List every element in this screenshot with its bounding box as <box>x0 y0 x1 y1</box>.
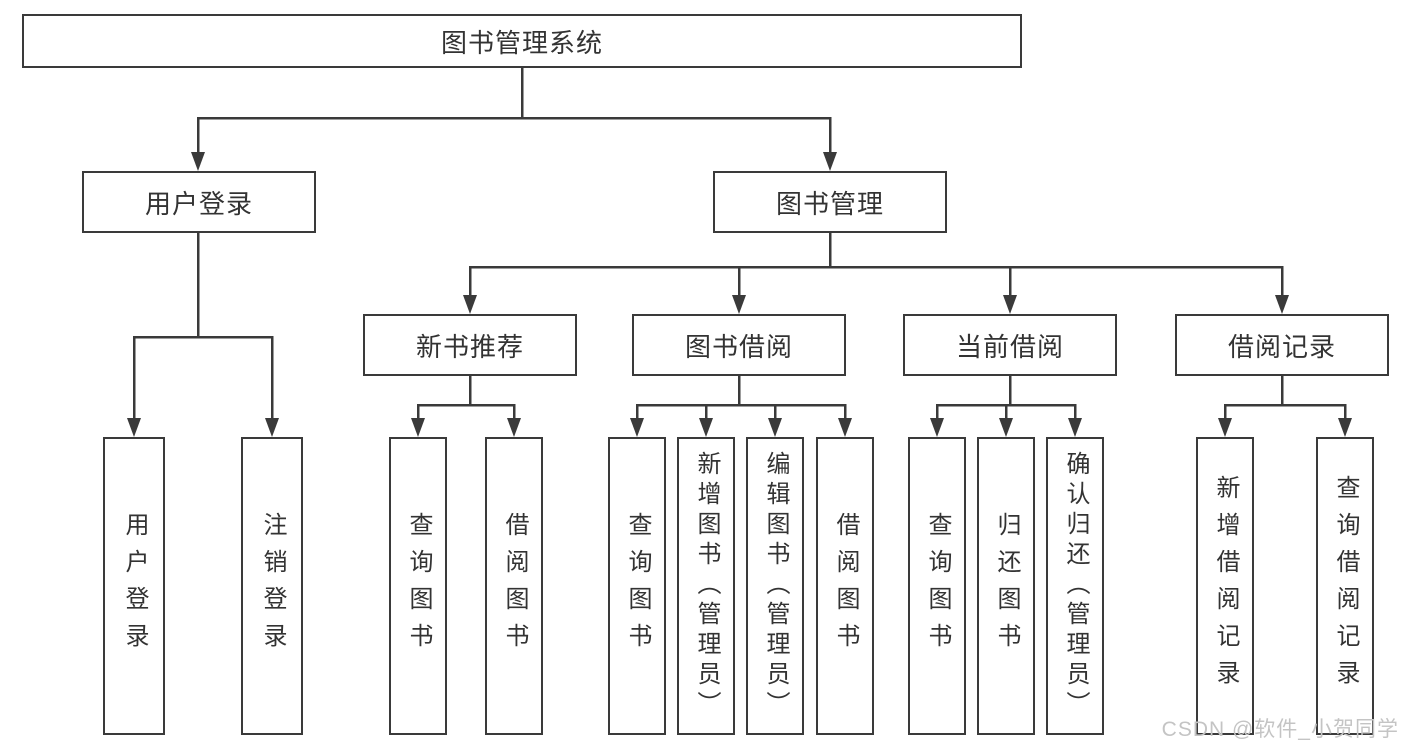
arrowhead <box>507 418 521 437</box>
node-label: 用户登录 <box>121 512 148 660</box>
node-leaf-add-book-admin: 新增图书（管理员） <box>677 437 735 735</box>
node-label: 新增借阅记录 <box>1212 475 1239 697</box>
node-label: 查询图书 <box>624 512 651 660</box>
node-label: 图书管理 <box>775 188 884 219</box>
arrowhead <box>1068 418 1082 437</box>
arrowhead <box>1275 295 1289 314</box>
arrowhead <box>630 418 644 437</box>
arrowhead <box>191 152 205 171</box>
node-leaf-query-borrow-record: 查询借阅记录 <box>1316 437 1374 735</box>
arrowhead <box>1218 418 1232 437</box>
connectors-book-borrow <box>630 376 852 437</box>
arrowhead <box>265 418 279 437</box>
node-user-login: 用户登录 <box>82 171 316 233</box>
arrowhead <box>127 418 141 437</box>
node-leaf-edit-book-admin: 编辑图书（管理员） <box>746 437 804 735</box>
node-leaf-add-borrow-record: 新增借阅记录 <box>1196 437 1254 735</box>
arrowhead <box>1003 295 1017 314</box>
node-label: 查询图书 <box>405 512 432 660</box>
arrowhead <box>823 152 837 171</box>
arrowhead <box>838 418 852 437</box>
node-leaf-logout: 注销登录 <box>241 437 303 735</box>
arrowhead <box>699 418 713 437</box>
node-leaf-borrow-book-newbook: 借阅图书 <box>485 437 543 735</box>
connectors-book-management <box>463 233 1289 314</box>
node-label: 注销登录 <box>259 512 286 660</box>
node-borrow-record: 借阅记录 <box>1175 314 1389 376</box>
node-label: 编辑图书（管理员） <box>762 451 789 721</box>
node-current-borrow: 当前借阅 <box>903 314 1117 376</box>
node-label: 用户登录 <box>144 188 253 219</box>
node-new-book-recommend: 新书推荐 <box>363 314 577 376</box>
connectors-new-book <box>411 376 521 437</box>
node-leaf-user-login: 用户登录 <box>103 437 165 735</box>
arrowhead <box>411 418 425 437</box>
arrowhead <box>732 295 746 314</box>
node-label: 图书借阅 <box>684 331 793 362</box>
node-leaf-confirm-return-admin: 确认归还（管理员） <box>1046 437 1104 735</box>
node-label: 归还图书 <box>993 512 1020 660</box>
arrowhead <box>930 418 944 437</box>
node-book-borrow: 图书借阅 <box>632 314 846 376</box>
node-leaf-query-book-newbook: 查询图书 <box>389 437 447 735</box>
node-leaf-query-book-current: 查询图书 <box>908 437 966 735</box>
node-label: 确认归还（管理员） <box>1062 451 1089 721</box>
arrowhead <box>1338 418 1352 437</box>
connectors-borrow-record <box>1218 376 1352 437</box>
arrowhead <box>999 418 1013 437</box>
node-label: 借阅图书 <box>501 512 528 660</box>
connectors-root-to-level2 <box>191 68 837 171</box>
csdn-watermark: CSDN @软件_小贺同学 <box>1161 718 1399 741</box>
arrowhead <box>768 418 782 437</box>
node-label: 新书推荐 <box>415 331 524 362</box>
node-root: 图书管理系统 <box>22 14 1022 68</box>
node-label: 借阅记录 <box>1227 331 1336 362</box>
arrowhead <box>463 295 477 314</box>
node-leaf-borrow-book: 借阅图书 <box>816 437 874 735</box>
node-label: 图书管理系统 <box>440 27 603 58</box>
node-label: 查询借阅记录 <box>1332 475 1359 697</box>
node-label: 借阅图书 <box>832 512 859 660</box>
node-label: 新增图书（管理员） <box>693 451 720 721</box>
node-label: 查询图书 <box>924 512 951 660</box>
node-label: 当前借阅 <box>955 331 1064 362</box>
node-book-management: 图书管理 <box>713 171 947 233</box>
connectors-current-borrow <box>930 376 1082 437</box>
connectors-user-login <box>127 233 279 437</box>
node-leaf-return-book: 归还图书 <box>977 437 1035 735</box>
node-leaf-query-book-borrow: 查询图书 <box>608 437 666 735</box>
